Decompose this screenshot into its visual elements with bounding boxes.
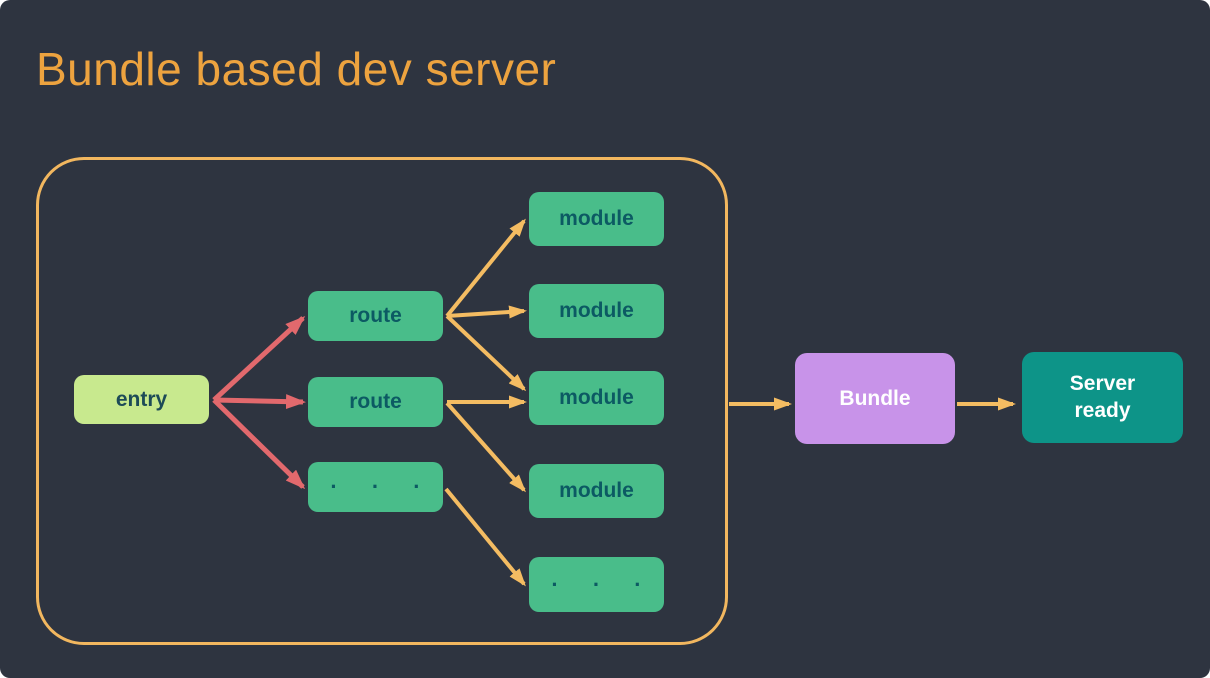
node-bundle: Bundle	[795, 353, 955, 444]
ellipsis-dots: · · ·	[551, 571, 656, 597]
node-module-3: module	[529, 371, 664, 425]
node-module-4-label: module	[559, 479, 634, 502]
node-server-ready: Server ready	[1022, 352, 1183, 443]
node-route-2: route	[308, 377, 443, 427]
dev-server-boundary	[36, 157, 728, 645]
node-route-2-label: route	[349, 390, 402, 413]
node-module-3-label: module	[559, 386, 634, 409]
node-module-2: module	[529, 284, 664, 338]
node-route-1-label: route	[349, 304, 402, 327]
node-route-ellipsis: · · ·	[308, 462, 443, 512]
node-server-ready-label: Server ready	[1069, 372, 1136, 422]
node-route-1: route	[308, 291, 443, 341]
node-entry-label: entry	[115, 387, 168, 411]
node-module-ellipsis: · · ·	[529, 557, 664, 612]
node-module-4: module	[529, 464, 664, 518]
node-module-1-label: module	[559, 207, 634, 230]
ellipsis-dots: · · ·	[330, 474, 435, 499]
node-entry: entry	[74, 375, 209, 424]
page-title: Bundle based dev server	[36, 43, 557, 95]
node-module-1: module	[529, 192, 664, 246]
node-bundle-label: Bundle	[839, 386, 911, 410]
node-module-2-label: module	[559, 299, 634, 322]
